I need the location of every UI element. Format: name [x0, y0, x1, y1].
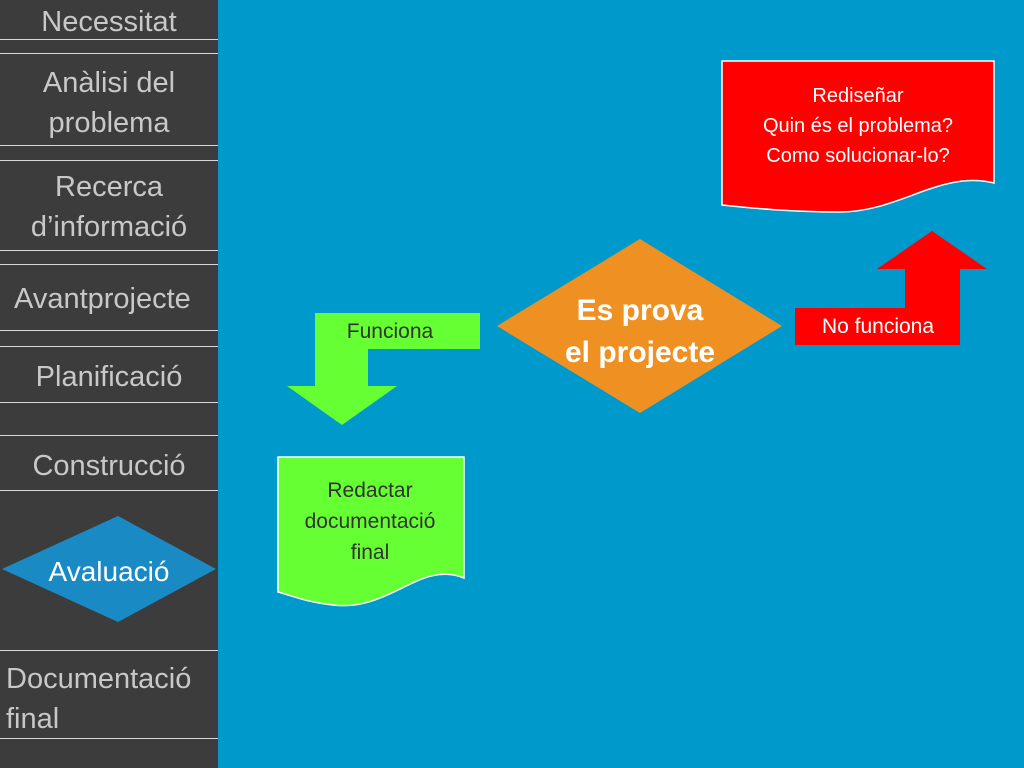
no-arrow-label: No funciona: [821, 315, 935, 338]
yes-result-document: [277, 456, 465, 607]
step-avantprojecte: Avantprojecte: [14, 283, 191, 315]
no-result-label: Rediseñar Quin és el problema? Como solu…: [762, 85, 954, 167]
divider: [0, 39, 218, 40]
step-analisi-del-problema: Anàlisi del problema: [42, 67, 176, 139]
divider: [0, 650, 218, 651]
divider: [0, 738, 218, 739]
divider: [0, 264, 218, 265]
divider: [0, 53, 218, 54]
divider: [0, 435, 218, 436]
divider: [0, 250, 218, 251]
divider: [0, 346, 218, 347]
process-steps-sidebar: Necessitat Anàlisi del problema Recerca …: [0, 0, 218, 768]
divider: [0, 490, 218, 491]
decision-label: Es prova el projecte: [564, 294, 716, 369]
divider: [0, 160, 218, 161]
active-step-diamond: [2, 516, 216, 622]
step-necessitat: Necessitat: [41, 6, 177, 38]
step-documentacio-final: Documentació final: [6, 663, 192, 735]
step-construccio: Construcció: [32, 450, 186, 482]
step-planificacio: Planificació: [35, 361, 183, 393]
no-result-document: [721, 60, 995, 213]
step-avaluacio: Avaluació: [48, 556, 170, 587]
divider: [0, 145, 218, 146]
no-arrow: [795, 231, 987, 345]
yes-arrow: [287, 313, 480, 425]
decision-diamond: [497, 239, 782, 413]
divider: [0, 402, 218, 403]
yes-result-label: Redactar documentació final: [304, 479, 436, 564]
divider: [0, 330, 218, 331]
yes-arrow-label: Funciona: [346, 320, 434, 343]
step-recerca-informacio: Recerca d’informació: [30, 171, 188, 243]
